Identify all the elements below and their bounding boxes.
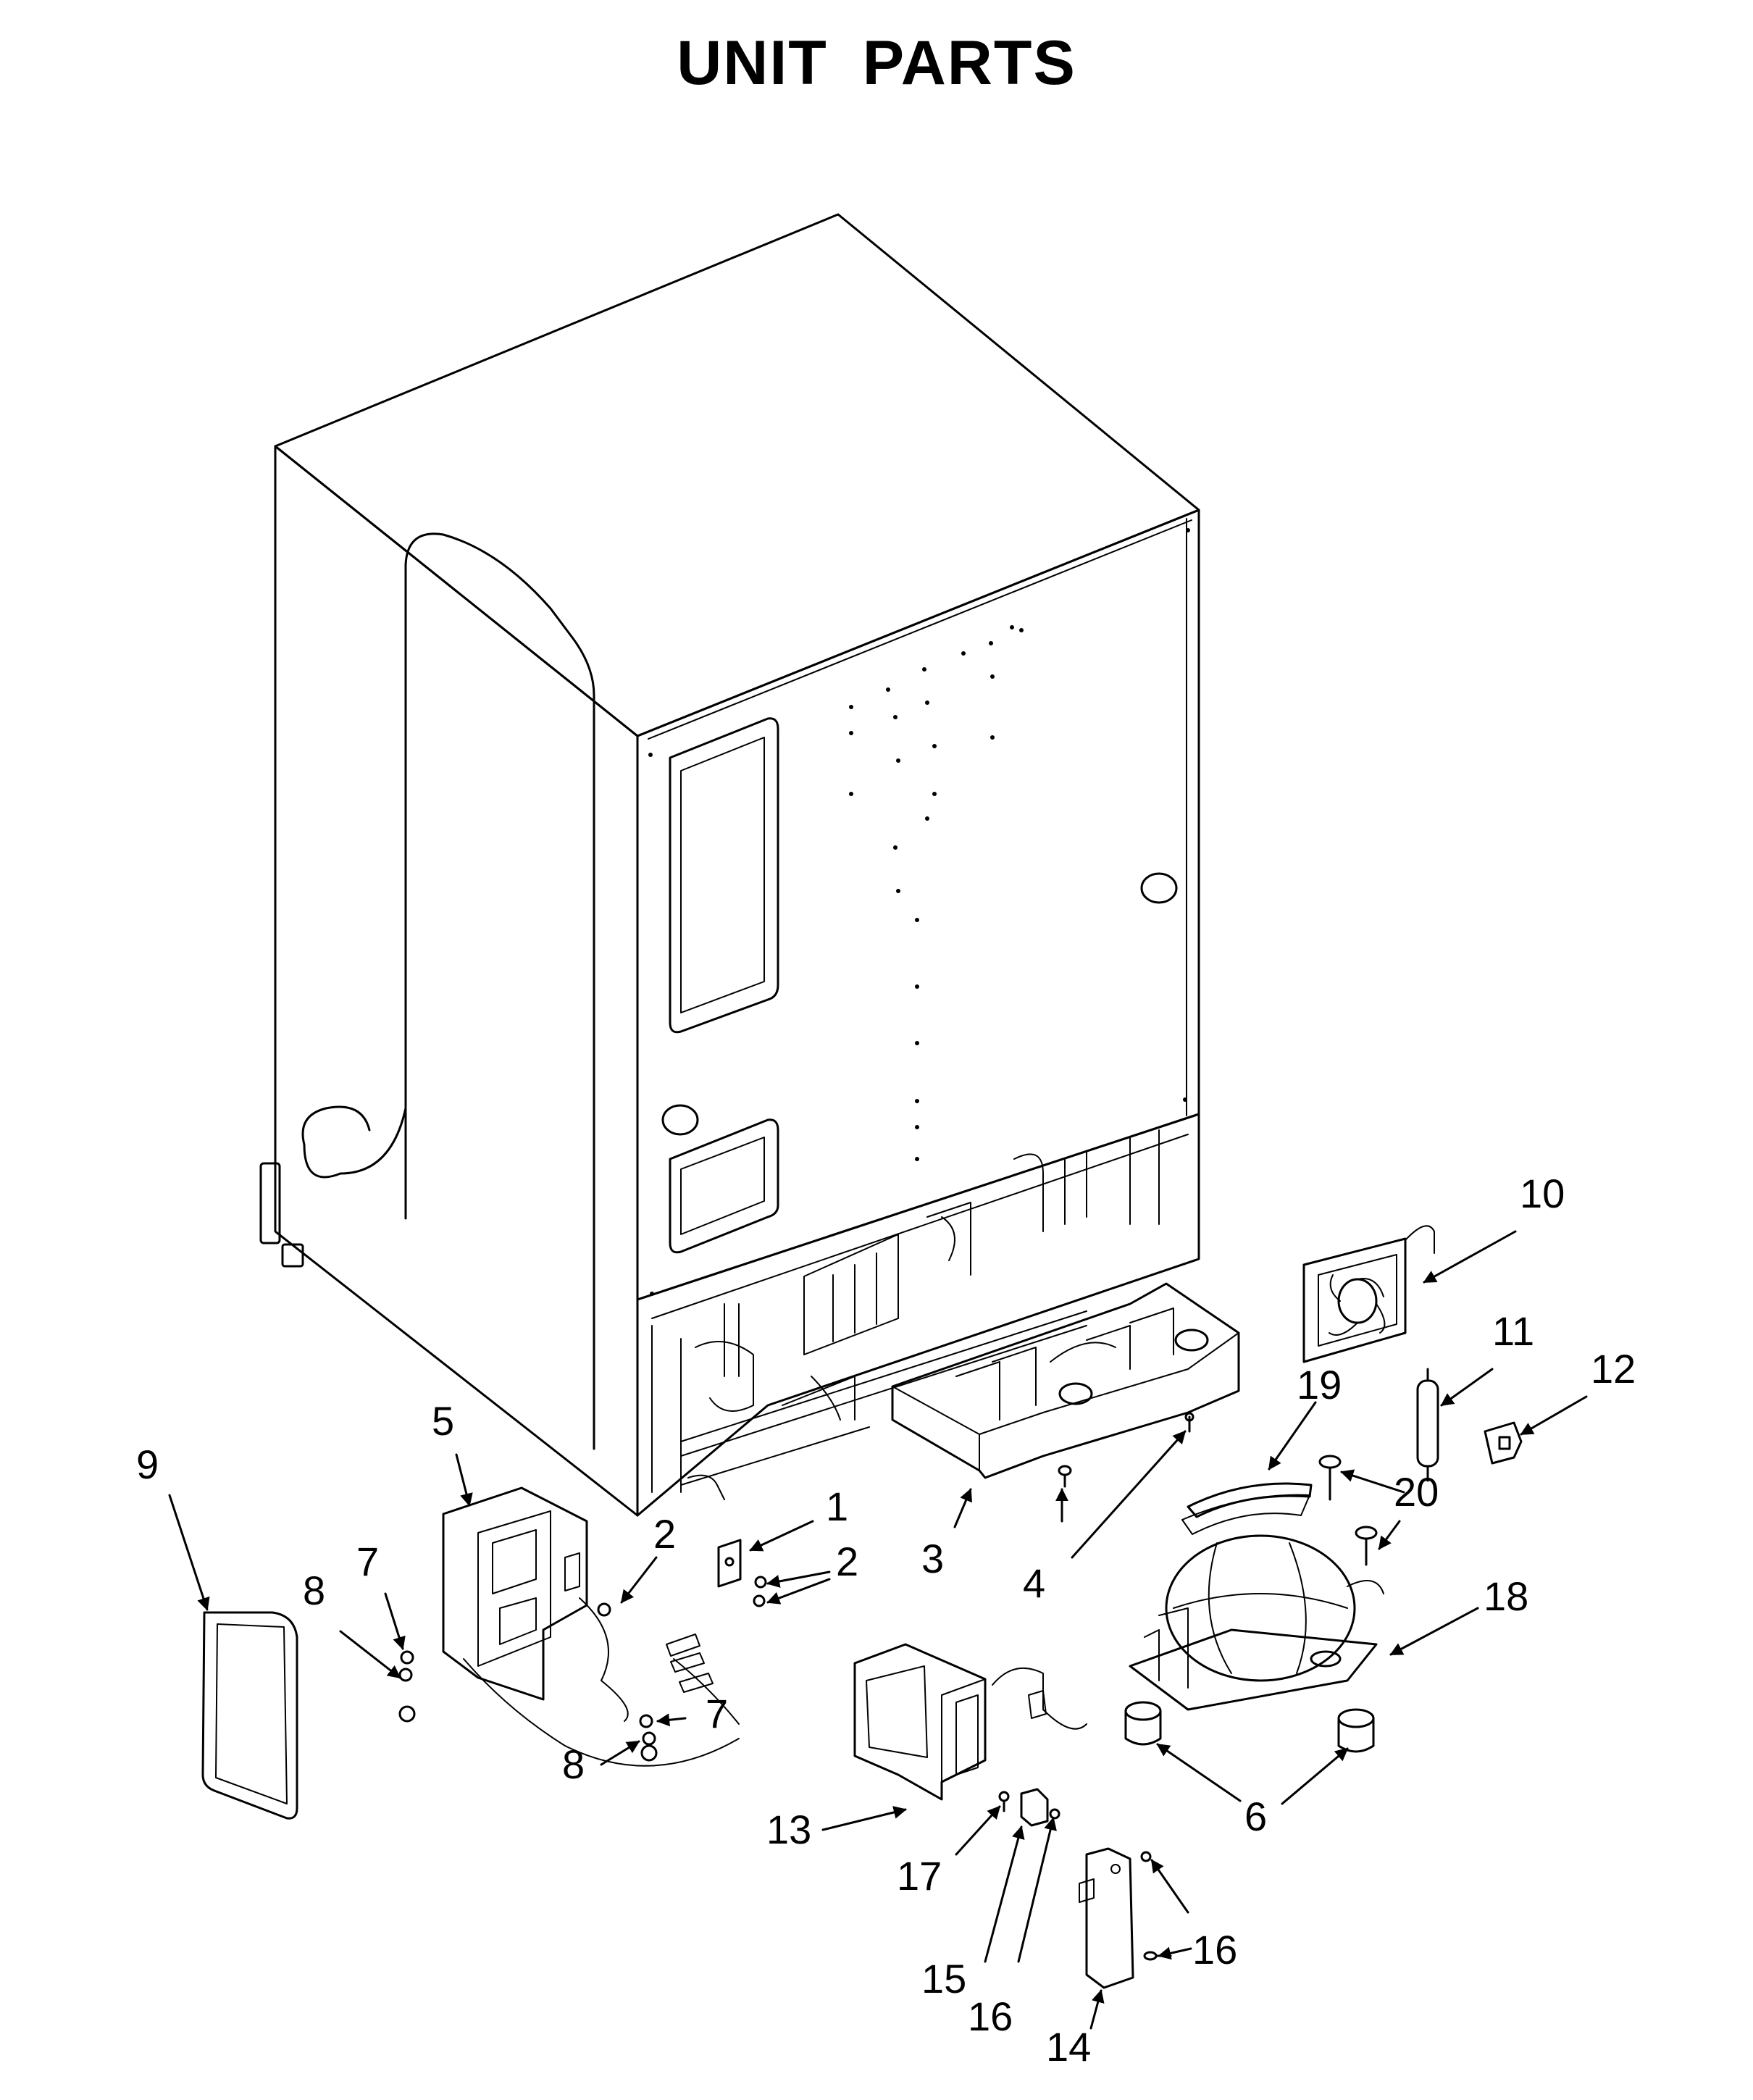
callout-18[interactable]: 18 (1484, 1573, 1529, 1619)
screw-16b (1140, 1851, 1152, 1862)
screw-7-left (400, 1650, 414, 1665)
callout-3[interactable]: 3 (921, 1536, 945, 1581)
callout-2b[interactable]: 2 (836, 1539, 859, 1584)
screw-2-a (754, 1576, 767, 1589)
callout-14[interactable]: 14 (1046, 2024, 1092, 2070)
control-box (442, 1486, 740, 1767)
washer-8-right (640, 1731, 658, 1762)
callout-4[interactable]: 4 (1023, 1560, 1046, 1606)
callout-11[interactable]: 11 (1492, 1308, 1535, 1354)
bracket-14 (1079, 1847, 1134, 1989)
page-title: UNIT PARTS (677, 28, 1076, 98)
callout-8a[interactable]: 8 (303, 1568, 326, 1613)
filter-drier (1416, 1368, 1439, 1482)
callout-2a[interactable]: 2 (653, 1511, 677, 1557)
callout-10[interactable]: 10 (1520, 1171, 1565, 1216)
callout-8b[interactable]: 8 (562, 1741, 585, 1787)
condenser-fan (1302, 1225, 1435, 1363)
callout-16b[interactable]: 16 (1192, 1927, 1238, 1973)
leader-lines (168, 1230, 1588, 2030)
screw-20b (1355, 1526, 1378, 1566)
callout-1[interactable]: 1 (826, 1484, 849, 1529)
callout-16a[interactable]: 16 (968, 1994, 1013, 2039)
hinge-1 (717, 1539, 742, 1588)
screw-17 (998, 1791, 1010, 1812)
screw-20a (1318, 1455, 1342, 1501)
callout-15[interactable]: 15 (921, 1956, 967, 2001)
clip (1484, 1421, 1523, 1465)
grommet-left (1124, 1701, 1162, 1746)
washer-8-left (398, 1668, 416, 1723)
callout-7a[interactable]: 7 (356, 1539, 380, 1584)
callout-13[interactable]: 13 (766, 1807, 812, 1852)
callout-12[interactable]: 12 (1591, 1346, 1636, 1392)
callout-20[interactable]: 20 (1394, 1469, 1439, 1515)
drain-pan (891, 1282, 1240, 1479)
compressor (1129, 1482, 1384, 1711)
callout-6[interactable]: 6 (1244, 1794, 1268, 1839)
callout-7b[interactable]: 7 (706, 1691, 729, 1736)
grommet-right (1337, 1708, 1375, 1753)
control-box-cover (201, 1611, 298, 1820)
inverter-module (853, 1643, 1087, 1801)
callout-5[interactable]: 5 (432, 1398, 455, 1444)
callout-9[interactable]: 9 (136, 1442, 159, 1487)
screw-4 (1058, 1465, 1072, 1488)
cabinet (259, 213, 1200, 1517)
screw-16a (1049, 1808, 1060, 1820)
harness-tags (666, 1633, 740, 1725)
callout-17[interactable]: 17 (897, 1853, 942, 1899)
screw-2-b (753, 1594, 766, 1607)
relay-15 (1020, 1788, 1049, 1827)
callout-19[interactable]: 19 (1297, 1362, 1342, 1407)
pin-4 (1184, 1412, 1195, 1433)
screw-2-left (597, 1602, 611, 1617)
screw-7-right (639, 1714, 653, 1728)
